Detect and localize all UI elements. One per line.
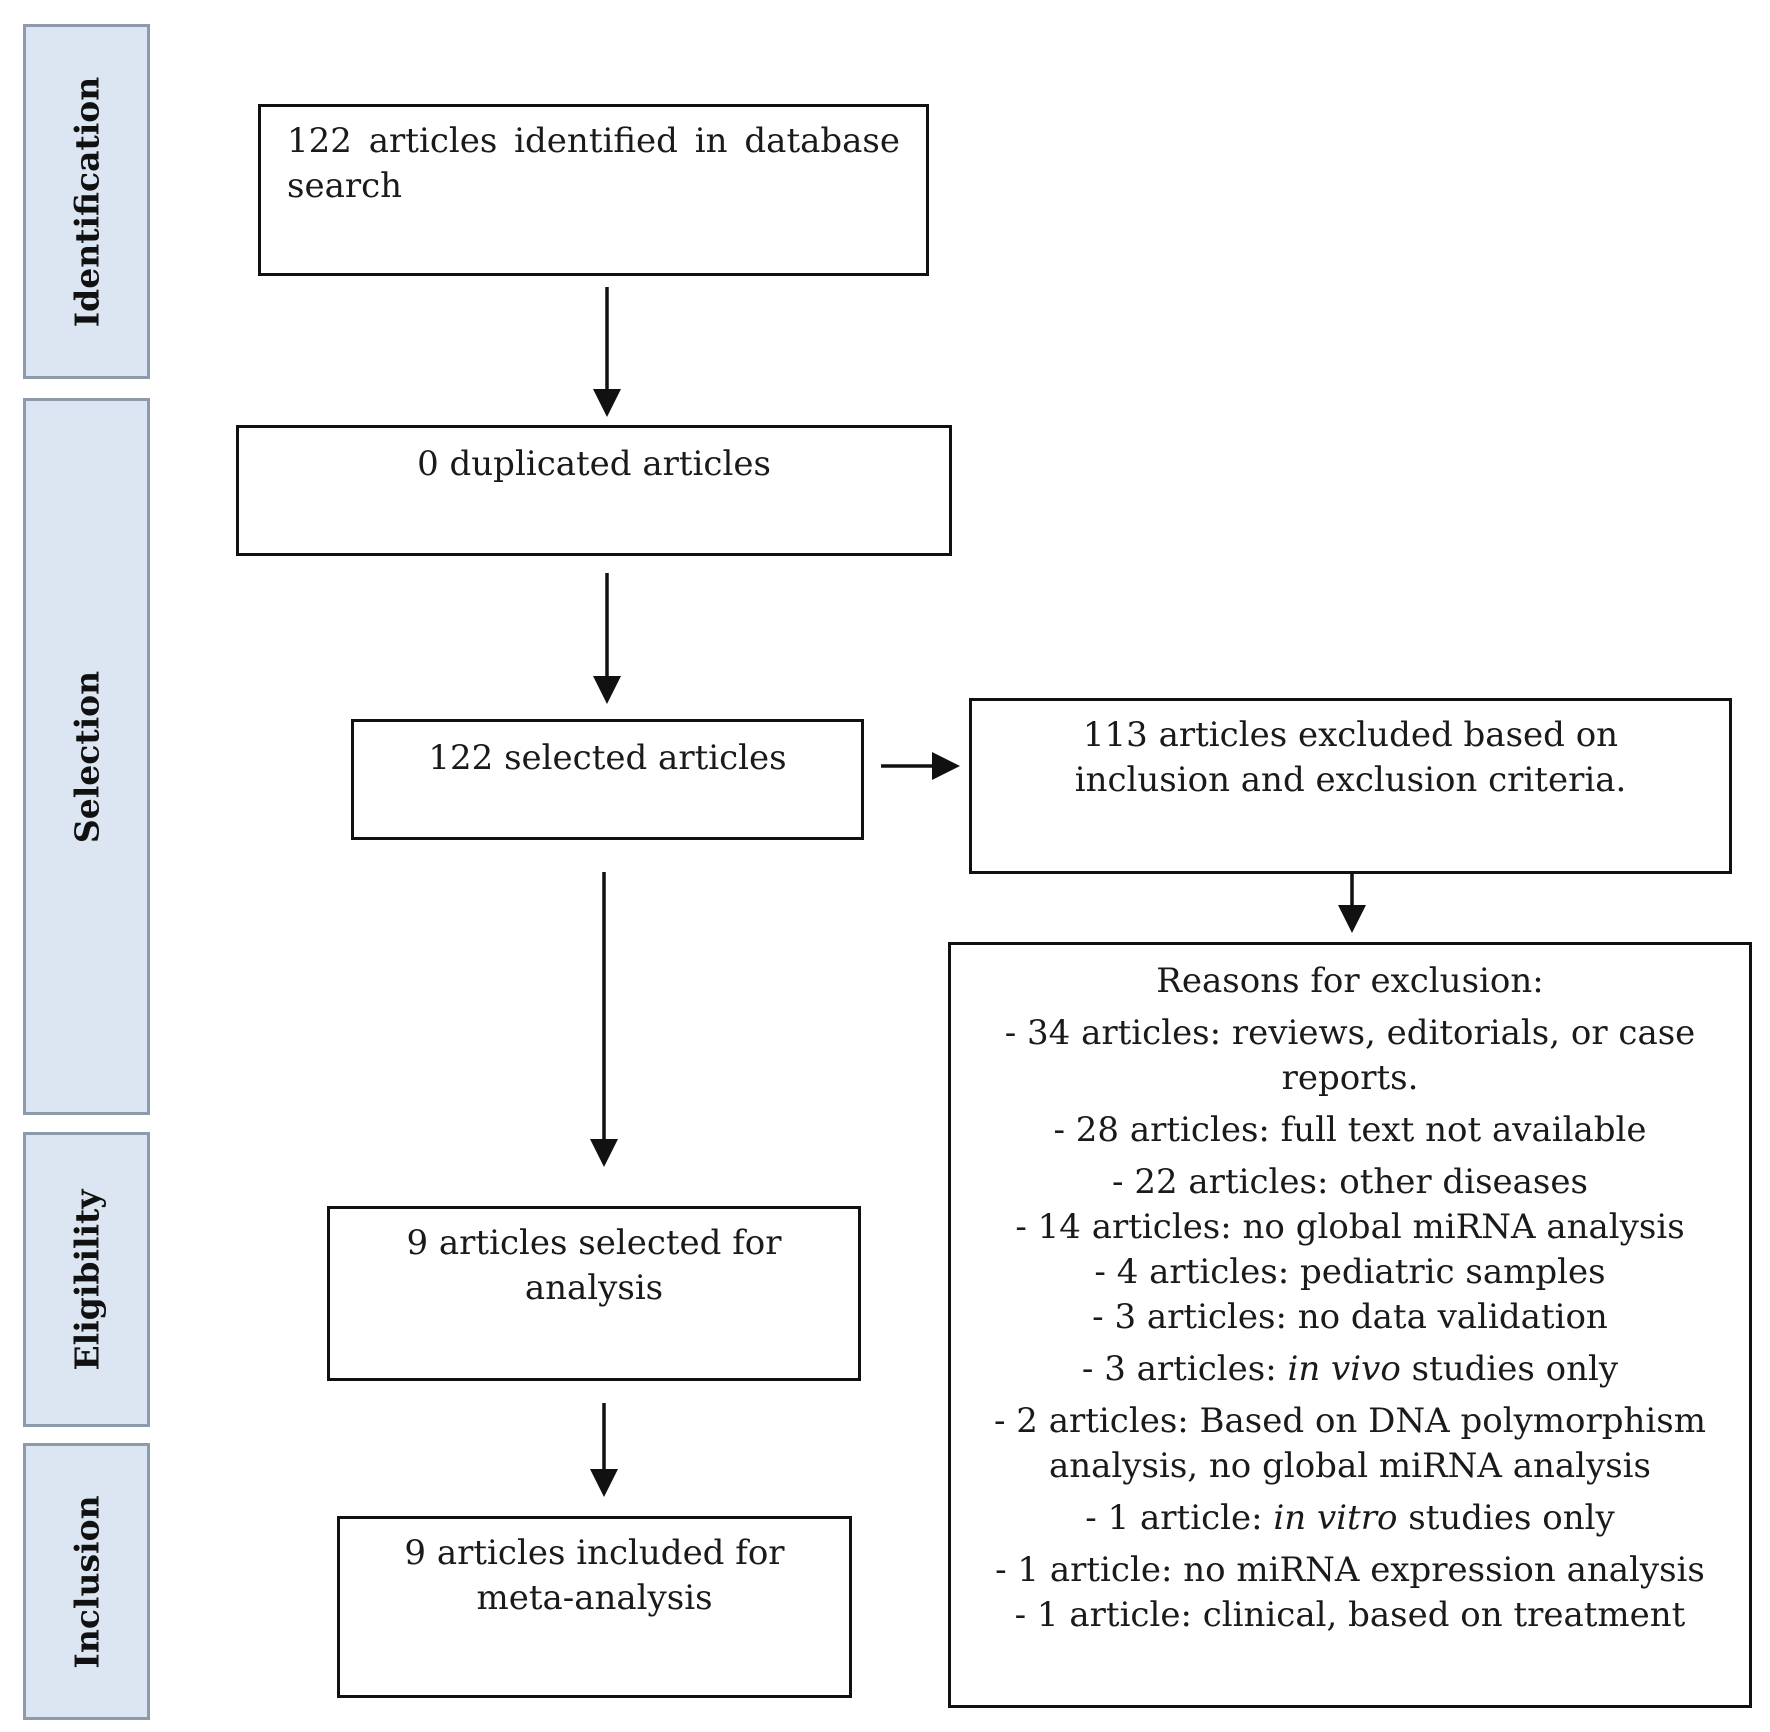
phase-identification-label: Identification <box>67 76 106 327</box>
reason-item-7-prefix: - 3 articles: <box>1081 1349 1288 1389</box>
reason-item-7-emphasis: in vivo <box>1287 1349 1401 1389</box>
phase-selection-label: Selection <box>67 670 106 843</box>
box-identified: 122 articles identified in database sear… <box>258 104 929 276</box>
box-reasons: Reasons for exclusion: - 34 articles: re… <box>948 942 1752 1708</box>
box-included: 9 articles included for meta-analysis <box>337 1516 852 1698</box>
phase-eligibility-label: Eligibility <box>67 1189 106 1370</box>
reason-item-6: - 3 articles: no data validation <box>1092 1297 1608 1337</box>
reasons-heading: Reasons for exclusion: <box>1156 961 1544 1001</box>
reason-item-5: - 4 articles: pediatric samples <box>1094 1252 1606 1292</box>
phase-inclusion: Inclusion <box>23 1443 150 1720</box>
reason-item-10: - 1 article: no miRNA expression analysi… <box>995 1550 1705 1590</box>
phase-selection: Selection <box>23 398 150 1115</box>
reason-item-4: - 14 articles: no global miRNA analysis <box>1015 1207 1685 1247</box>
reason-item-9-suffix: studies only <box>1397 1498 1615 1538</box>
box-duplicated: 0 duplicated articles <box>236 425 952 556</box>
reason-item-3: - 22 articles: other diseases <box>1112 1162 1588 1202</box>
box-duplicated-text: 0 duplicated articles <box>417 444 771 484</box>
reason-item-9-prefix: - 1 article: <box>1085 1498 1274 1538</box>
reason-item-1: - 34 articles: reviews, editorials, or c… <box>1004 1013 1696 1098</box>
reason-item-2: - 28 articles: full text not available <box>1053 1110 1647 1150</box>
phase-eligibility: Eligibility <box>23 1132 150 1427</box>
phase-inclusion-label: Inclusion <box>67 1494 106 1669</box>
box-excluded-text: 113 articles excluded based on inclusion… <box>1074 715 1627 800</box>
box-selected-text: 122 selected articles <box>428 738 787 778</box>
reason-item-9: - 1 article: in vitro studies only <box>951 1496 1749 1541</box>
box-identified-text: 122 articles identified in database sear… <box>287 121 900 206</box>
box-excluded: 113 articles excluded based on inclusion… <box>969 698 1732 874</box>
phase-identification: Identification <box>23 24 150 379</box>
box-selected: 122 selected articles <box>351 719 864 840</box>
reason-item-8: - 2 articles: Based on DNA polymorphism … <box>994 1401 1706 1486</box>
reason-item-9-emphasis: in vitro <box>1273 1498 1398 1538</box>
reason-item-7-suffix: studies only <box>1400 1349 1619 1389</box>
box-eligible: 9 articles selected for analysis <box>327 1206 861 1381</box>
reason-item-11: - 1 article: clinical, based on treatmen… <box>1014 1595 1686 1635</box>
box-eligible-text: 9 articles selected for analysis <box>406 1223 782 1308</box>
reason-item-7: - 3 articles: in vivo studies only <box>951 1347 1749 1392</box>
box-included-text: 9 articles included for meta-analysis <box>404 1533 785 1618</box>
